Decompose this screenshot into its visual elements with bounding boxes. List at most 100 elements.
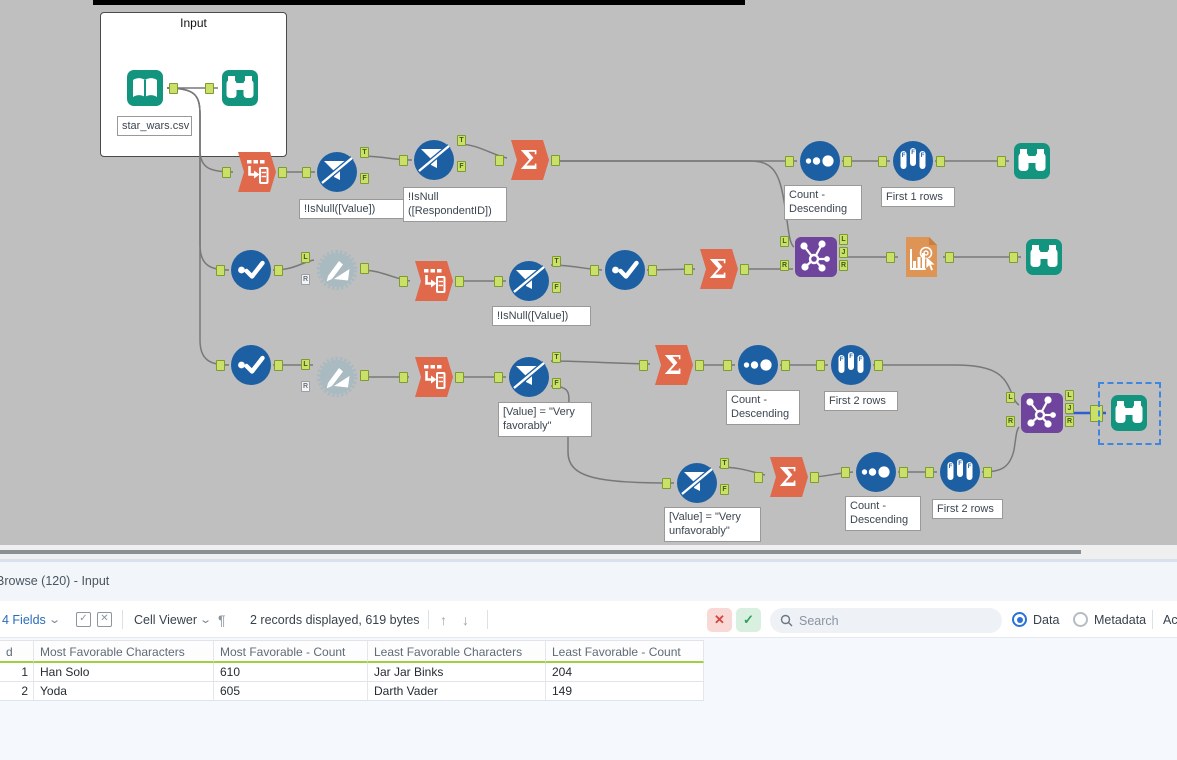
grid-column-header[interactable]: Least Favorable - Count (546, 640, 704, 663)
grid-column-header[interactable]: Most Favorable - Count (214, 640, 368, 663)
output-anchor[interactable] (936, 156, 945, 167)
output-anchor-R[interactable]: R (1065, 416, 1074, 427)
input-anchor[interactable] (723, 360, 732, 371)
input-anchor[interactable] (878, 156, 887, 167)
input-anchor[interactable] (494, 276, 503, 287)
tool-annotation[interactable]: First 2 rows (932, 499, 1003, 520)
output-anchor-J[interactable]: J (1065, 403, 1074, 414)
input-anchor[interactable] (785, 156, 794, 167)
whitespace-toggle[interactable]: ¶ (218, 601, 226, 638)
tool-browse_top[interactable] (205, 66, 262, 110)
cell-viewer-dropdown[interactable]: Cell Viewer ⌄ (134, 601, 212, 638)
input-anchor[interactable] (222, 167, 231, 178)
tool-annotation[interactable]: Count - Descending (784, 185, 862, 220)
connection-summarize1-join1[interactable] (551, 160, 795, 248)
tool-annotation[interactable]: Count - Descending (726, 390, 800, 425)
output-anchor-T[interactable]: T (552, 352, 561, 363)
tool-annotation[interactable]: Count - Descending (845, 496, 921, 531)
input-anchor[interactable] (816, 360, 825, 371)
output-anchor-L[interactable]: L (839, 234, 848, 245)
scroll-up-button[interactable]: ↑ (440, 601, 447, 638)
input-anchor[interactable] (399, 155, 408, 166)
scroll-down-button[interactable]: ↓ (462, 601, 469, 638)
output-anchor-F[interactable]: F (457, 161, 466, 172)
tool-annotation[interactable]: !IsNull([Value]) (492, 306, 591, 327)
input-anchor[interactable] (754, 472, 763, 483)
output-anchor[interactable] (740, 264, 749, 275)
output-anchor[interactable] (899, 467, 908, 478)
input-anchor[interactable] (216, 360, 225, 371)
output-anchor[interactable] (278, 167, 287, 178)
tool-annotation[interactable]: !IsNull ([RespondentID]) (403, 187, 507, 222)
input-anchor-R[interactable]: R (301, 274, 310, 285)
tool-transpose3[interactable] (399, 355, 464, 399)
output-anchor[interactable] (360, 370, 369, 381)
output-anchor-T[interactable]: T (720, 458, 729, 469)
output-anchor-T[interactable]: T (360, 147, 369, 158)
output-anchor[interactable] (455, 276, 464, 287)
output-anchor-F[interactable]: F (360, 173, 369, 184)
grid-cell[interactable]: Darth Vader (368, 682, 546, 701)
input-anchor[interactable] (495, 155, 504, 166)
input-anchor[interactable] (925, 467, 934, 478)
tool-transpose2[interactable] (399, 259, 464, 303)
actions-menu[interactable]: Ac (1163, 601, 1177, 638)
input-anchor[interactable] (494, 372, 503, 383)
tool-annotation[interactable]: [Value] = "Very favorably" (498, 402, 592, 437)
connection-filter4-filter5[interactable] (550, 385, 675, 484)
output-anchor[interactable] (810, 472, 819, 483)
grid-cell[interactable]: 605 (214, 682, 368, 701)
grid-record-header[interactable]: d (0, 640, 34, 663)
grid-column-header[interactable]: Most Favorable Characters (34, 640, 214, 663)
output-anchor[interactable] (648, 265, 657, 276)
tool-chart1[interactable] (886, 235, 954, 279)
input-anchor-R[interactable]: R (780, 260, 789, 271)
tool-annotation[interactable]: star_wars.csv (117, 116, 192, 137)
output-anchor[interactable] (843, 156, 852, 167)
connection-input1-select3[interactable] (166, 87, 230, 366)
input-anchor-L[interactable]: L (301, 252, 310, 263)
tool-sort3[interactable] (841, 450, 908, 494)
tool-summarize4[interactable]: Σ (754, 455, 819, 499)
input-anchor-L[interactable]: L (1006, 392, 1015, 403)
input-anchor[interactable] (639, 360, 648, 371)
fields-dropdown[interactable]: 4 Fields ⌄ (2, 601, 61, 638)
tool-input1[interactable] (123, 66, 178, 110)
output-anchor-F[interactable]: F (720, 484, 729, 495)
tool-summarize3[interactable]: Σ (639, 343, 704, 387)
grid-cell[interactable]: 204 (546, 663, 704, 682)
clear-fields-button[interactable]: ✕ (97, 601, 112, 638)
connection-filter4-summarize3[interactable] (550, 360, 651, 365)
input-anchor[interactable] (205, 83, 214, 94)
output-anchor-F[interactable]: F (552, 282, 561, 293)
input-anchor[interactable] (997, 156, 1006, 167)
output-anchor[interactable] (360, 263, 369, 274)
tool-annotation[interactable]: First 2 rows (824, 391, 898, 412)
select-fields-button[interactable]: ✓ (76, 601, 91, 638)
accept-button[interactable]: ✓ (736, 608, 761, 632)
tool-transpose1[interactable] (222, 150, 287, 194)
input-anchor[interactable] (1009, 252, 1018, 263)
input-anchor[interactable] (302, 167, 311, 178)
tool-sort2[interactable] (723, 343, 790, 387)
tool-sort1[interactable] (785, 139, 852, 183)
input-anchor-L[interactable]: L (301, 359, 310, 370)
search-input[interactable] (799, 613, 979, 628)
tool-browse1[interactable] (997, 139, 1054, 183)
output-anchor[interactable] (551, 155, 560, 166)
horizontal-scrollbar[interactable] (0, 550, 1081, 554)
tool-browse2[interactable] (1009, 235, 1066, 279)
input-anchor[interactable] (662, 478, 671, 489)
